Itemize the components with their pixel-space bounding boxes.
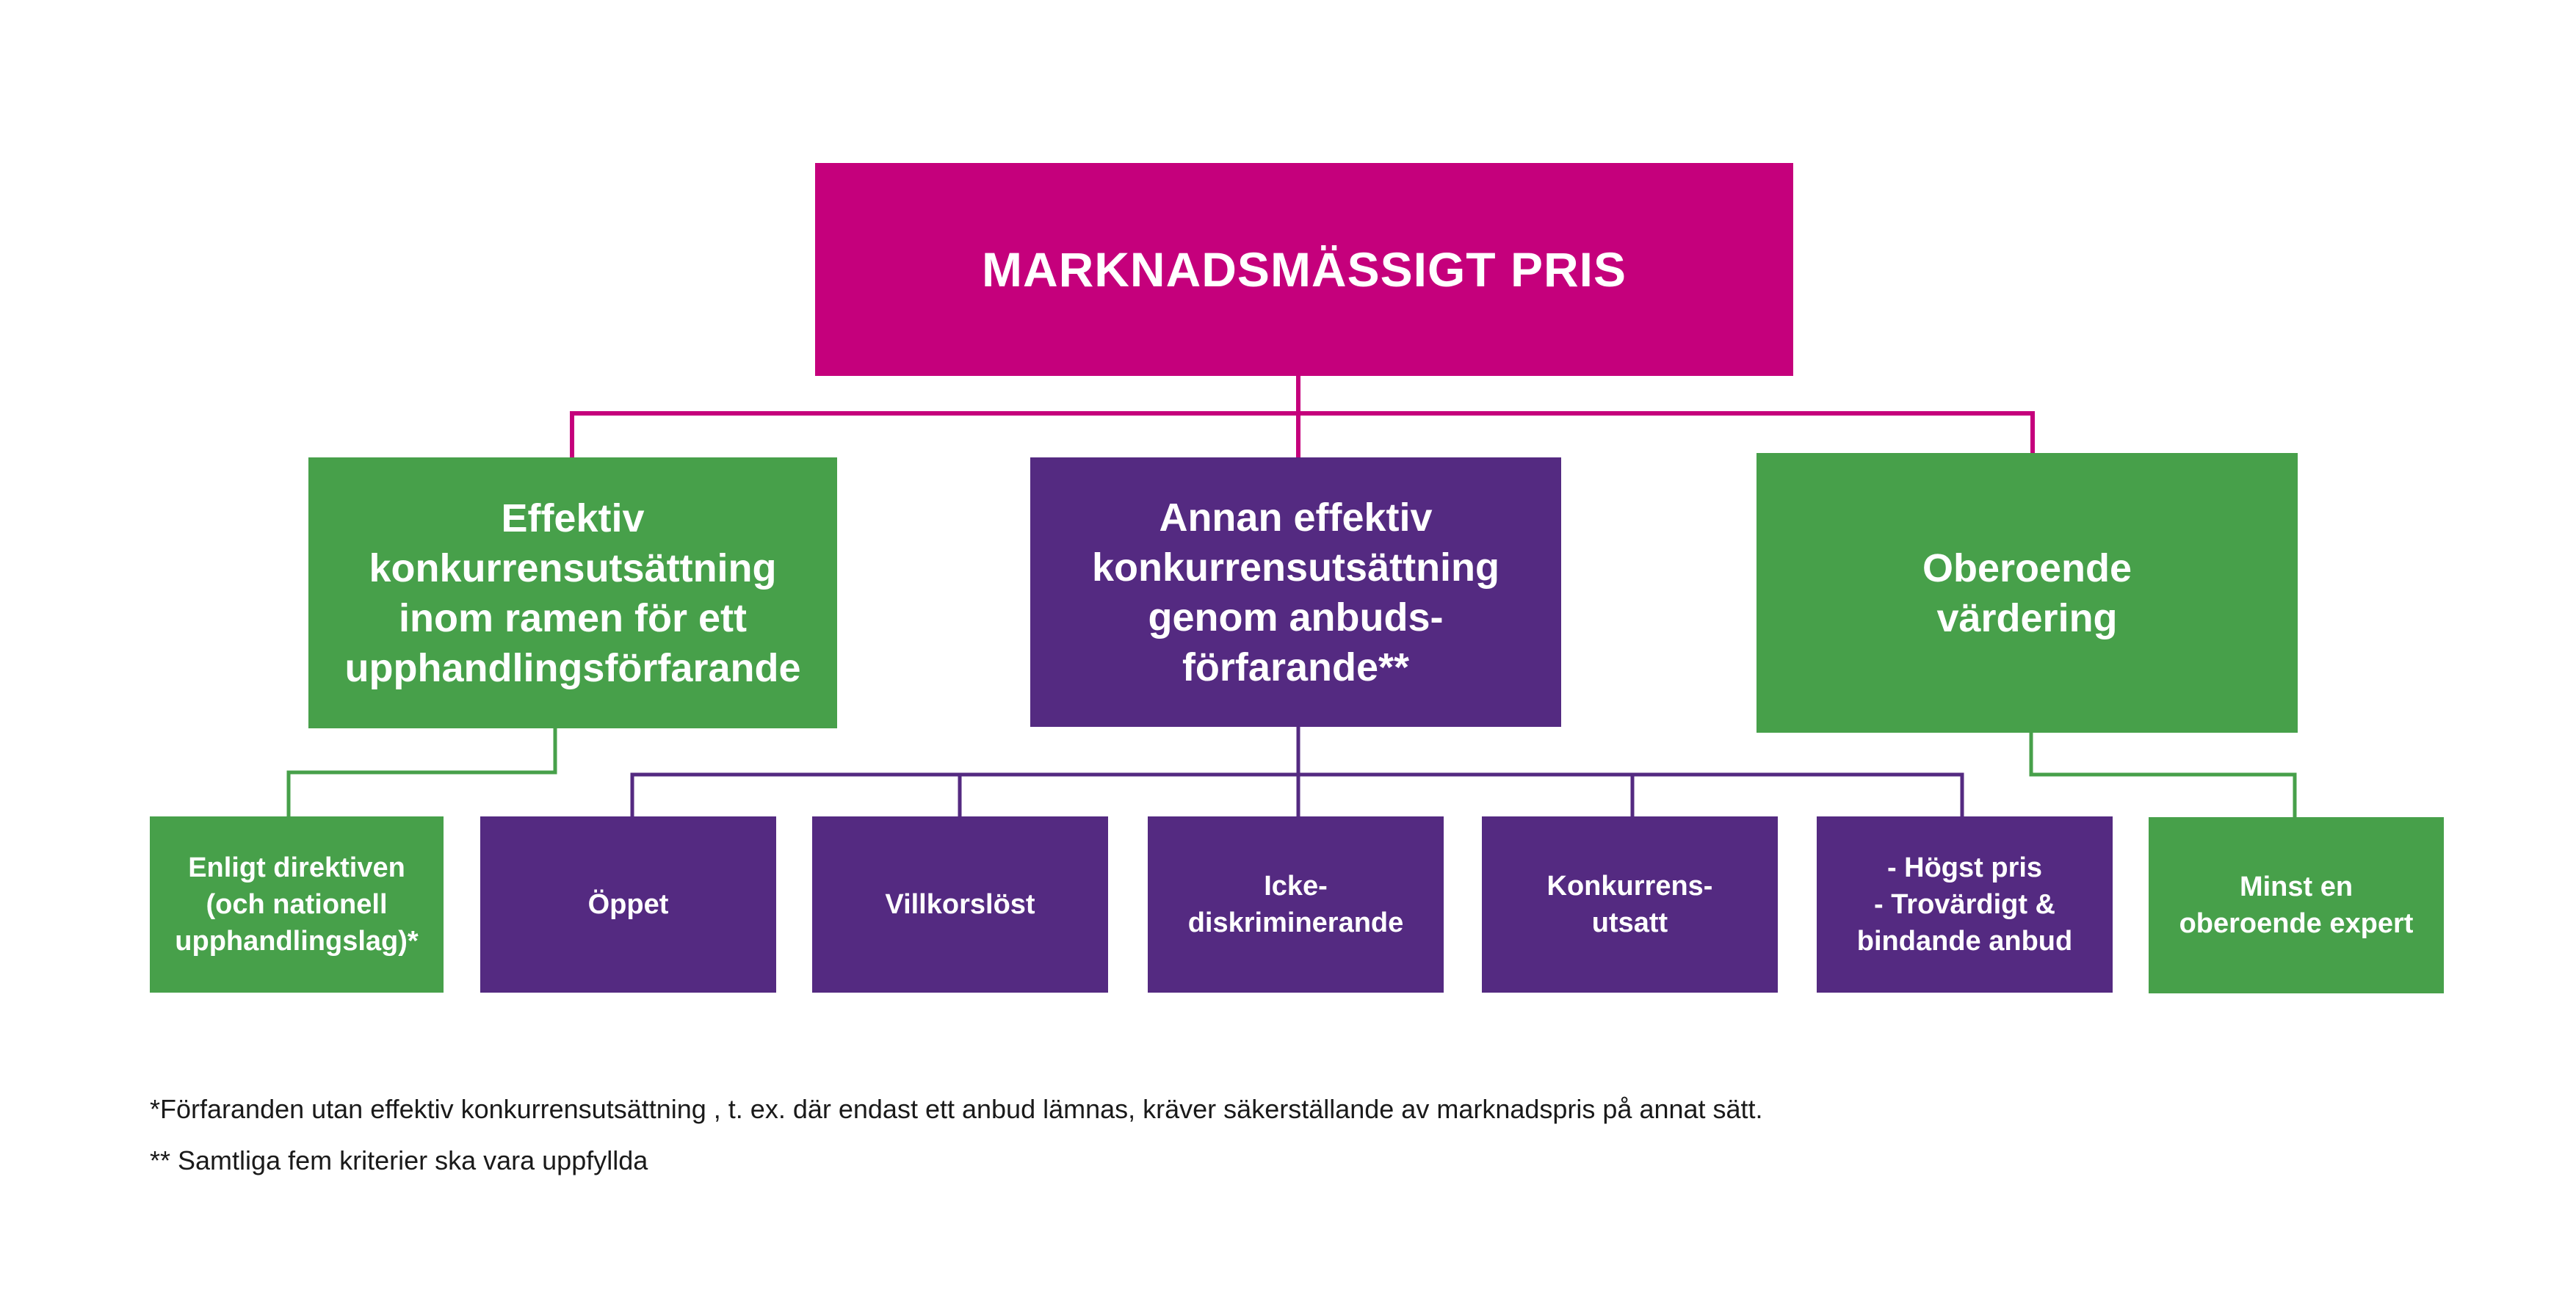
root-label: MARKNADSMÄSSIGT PRIS (981, 242, 1627, 297)
leaf-label: Enligt direktiven (och nationell upphand… (175, 852, 419, 957)
connector-green-right (2029, 733, 2297, 817)
category-box-effective-procurement: Effektiv konkurrensutsättning inom ramen… (308, 457, 837, 728)
leaf-box-open: Öppet (480, 816, 776, 993)
leaf-label: Icke- diskriminerande (1187, 871, 1404, 938)
leaf-label: Konkurrens- utsatt (1546, 871, 1713, 938)
footnote-1: *Förfaranden utan effektiv konkurrensuts… (150, 1094, 1763, 1124)
category-label: Effektiv konkurrensutsättning inom ramen… (344, 496, 801, 690)
leaf-box-competitive: Konkurrens- utsatt (1482, 816, 1778, 993)
leaf-box-independent-expert: Minst en oberoende expert (2149, 817, 2444, 993)
root-box: MARKNADSMÄSSIGT PRIS (815, 163, 1793, 376)
connector-root-bar (570, 411, 2035, 457)
leaf-box-directive: Enligt direktiven (och nationell upphand… (150, 816, 444, 993)
category-box-other-tender: Annan effektiv konkurrensutsättning geno… (1030, 457, 1561, 727)
leaf-label: Öppet (587, 889, 669, 920)
leaf-box-unconditional: Villkorslöst (812, 816, 1108, 993)
leaf-box-non-discriminatory: Icke- diskriminerande (1148, 816, 1444, 993)
leaf-box-highest-bid: - Högst pris - Trovärdigt & bindande anb… (1817, 816, 2113, 993)
category-box-independent-valuation: Oberoende värdering (1756, 453, 2298, 733)
leaf-label: Minst en oberoende expert (2179, 871, 2414, 939)
category-label: Annan effektiv konkurrensutsättning geno… (1091, 495, 1500, 689)
leaf-label: - Högst pris - Trovärdigt & bindande anb… (1856, 852, 2073, 957)
category-label: Oberoende värdering (1922, 546, 2132, 640)
leaf-label: Villkorslöst (885, 889, 1035, 920)
footnote-2: ** Samtliga fem kriterier ska vara uppfy… (150, 1145, 648, 1175)
connector-green-left (286, 728, 557, 816)
